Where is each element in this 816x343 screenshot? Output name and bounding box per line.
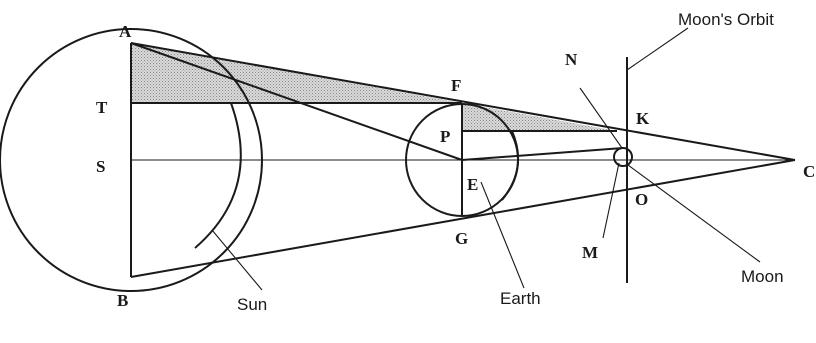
label-earth: Earth [500,289,541,308]
shaded-triangle-fpk [462,103,617,131]
moon-circle [613,147,633,167]
label-k: K [636,109,650,128]
line-b-c [130,159,796,278]
leader-sun [211,229,263,291]
line-n-moon [579,87,623,149]
label-n: N [565,50,578,69]
leader-moon [627,164,761,263]
label-g: G [455,229,468,248]
label-t: T [96,98,108,117]
label-c: C [803,162,815,181]
label-sun: Sun [237,295,267,314]
line-e-moon [461,147,624,161]
leader-m [602,162,620,239]
label-p: P [440,127,450,146]
label-b: B [117,291,128,310]
line-a-c [130,42,796,161]
label-m: M [582,243,598,262]
label-o: O [635,190,648,209]
label-a: A [119,22,132,41]
earth-inner-arc [501,130,519,201]
label-moon-orbit: Moon's Orbit [678,10,774,29]
leader-moon-orbit [626,27,689,71]
sun-inner-arc [194,102,242,249]
leader-earth [480,181,525,289]
label-s: S [96,157,105,176]
line-a-e [130,42,463,161]
label-moon: Moon [741,267,784,286]
label-f: F [451,76,461,95]
label-e: E [467,175,478,194]
